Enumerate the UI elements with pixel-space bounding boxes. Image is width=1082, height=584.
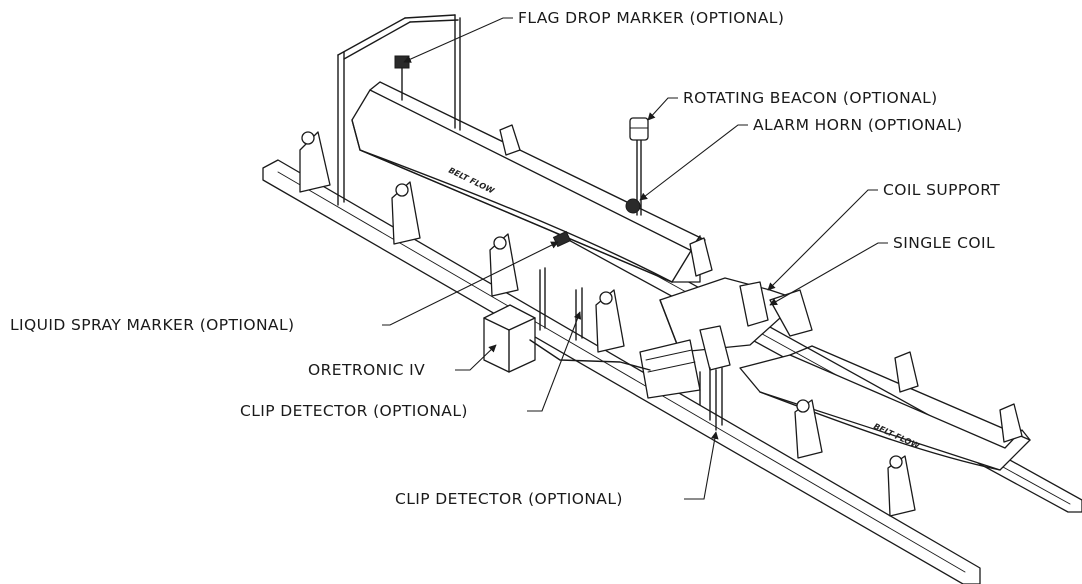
label-rotating-beacon: ROTATING BEACON (OPTIONAL) [683,89,938,107]
label-clip-detector-1: CLIP DETECTOR (OPTIONAL) [240,402,468,420]
label-single-coil: SINGLE COIL [893,234,995,252]
label-alarm-horn: ALARM HORN (OPTIONAL) [753,116,963,134]
right-belt-section [739,345,1031,471]
label-flag-drop-marker: FLAG DROP MARKER (OPTIONAL) [518,9,784,27]
liquid-spray-marker [539,230,572,331]
coil-area [639,277,813,421]
oretronic-control-box [483,304,651,373]
right-idlers [794,351,1023,517]
leader-lines [382,17,888,500]
label-liquid-spray-marker: LIQUID SPRAY MARKER (OPTIONAL) [10,316,294,334]
beacon-horn-pole [625,117,649,216]
label-clip-detector-2: CLIP DETECTOR (OPTIONAL) [395,490,623,508]
label-oretronic: ORETRONIC IV [308,361,425,379]
label-coil-support: COIL SUPPORT [883,181,1000,199]
clip-detector-right [715,367,723,431]
left-idlers [299,124,713,353]
